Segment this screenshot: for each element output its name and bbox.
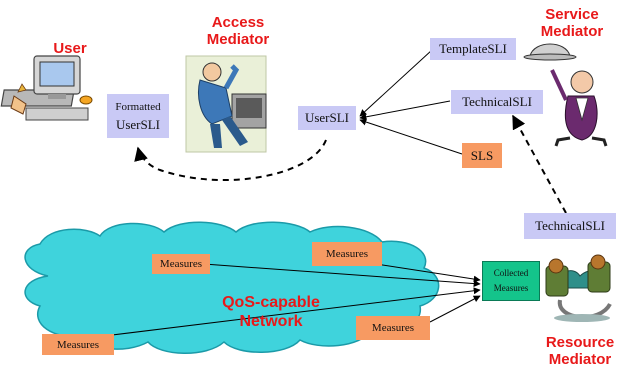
sls-box: SLS xyxy=(462,143,502,168)
collected-measures-box: Collected Measures xyxy=(482,261,540,301)
arrow-templatesli-to-usersli xyxy=(359,49,433,117)
dashed-arrow-usersli-to-formatted xyxy=(134,139,327,181)
formatted-usersli-box: Formatted UserSLI xyxy=(107,94,169,138)
arrow-measures-3 xyxy=(103,287,481,337)
butler-waiter-icon xyxy=(523,43,608,147)
formatted-usersli-line1: Formatted xyxy=(115,101,161,113)
service-mediator-title: Service Mediator xyxy=(540,6,604,40)
arrow-sls-to-usersli xyxy=(359,118,463,155)
dashed-arrow-technicalsli-up xyxy=(512,114,567,214)
measures-box-4: Measures xyxy=(356,316,430,340)
computer-user-icon xyxy=(0,55,93,121)
formatted-usersli-line2: UserSLI xyxy=(115,117,161,132)
resource-mediator-title: Resource Mediator xyxy=(545,334,615,368)
qos-network-label: QoS-capable Network xyxy=(222,294,320,330)
templatesli-box: TemplateSLI xyxy=(430,38,516,60)
arrow-measures-1 xyxy=(203,263,481,288)
usersli-box: UserSLI xyxy=(298,106,356,130)
measures-box-3: Measures xyxy=(42,334,114,355)
arrow-technicalsli-to-usersli xyxy=(359,100,451,121)
mechanic-plumber-icon xyxy=(545,254,612,322)
technicalsli-resource-box: TechnicalSLI xyxy=(524,213,616,239)
measures-box-1: Measures xyxy=(152,254,210,274)
technicalsli-service-box: TechnicalSLI xyxy=(451,90,543,114)
access-mediator-title: Access Mediator xyxy=(206,14,270,48)
frustrated-worker-icon xyxy=(185,55,267,153)
arrow-measures-4 xyxy=(429,295,481,323)
user-title: User xyxy=(53,40,87,57)
measures-box-2: Measures xyxy=(312,242,382,266)
